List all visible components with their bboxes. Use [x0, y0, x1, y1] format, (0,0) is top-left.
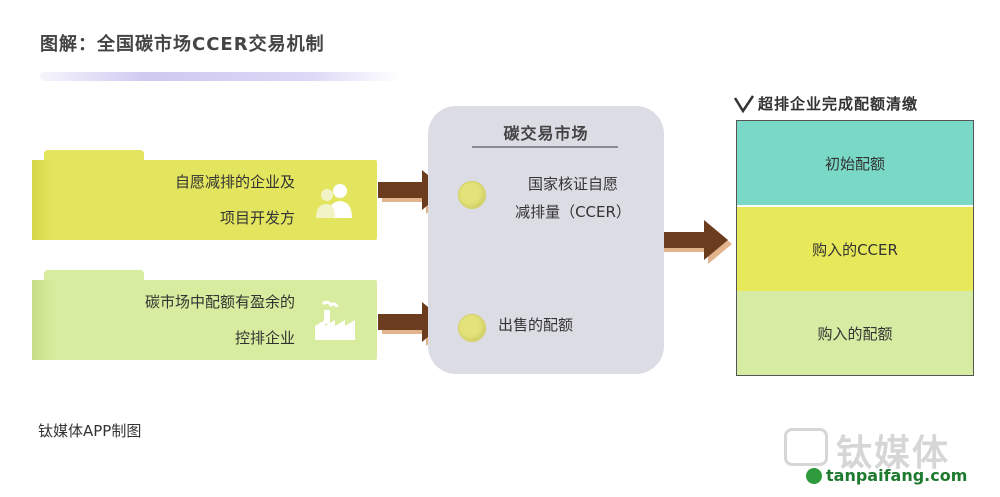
market-item-allowance: 出售的配额 — [498, 316, 574, 334]
result-header: 超排企业完成配额清缴 — [758, 95, 919, 113]
arrow-to-result — [660, 218, 740, 266]
watermark-site: tanpaifang.com — [826, 466, 968, 485]
market-divider — [472, 146, 618, 148]
watermark-brand: 钛媒体 — [836, 433, 951, 474]
page-title: 图解：全国碳市场CCER交易机制 — [40, 34, 325, 55]
bullet-dot-icon — [458, 314, 486, 342]
result-box: 初始配额 购入的CCER 购入的配额 — [736, 120, 974, 376]
result-row-allowance: 购入的配额 — [737, 291, 973, 375]
title-underline — [40, 72, 400, 81]
result-row-initial: 初始配额 — [737, 121, 973, 205]
site-logo-icon — [806, 468, 822, 484]
factory-icon — [313, 300, 357, 344]
source-box-developers: 自愿减排的企业及 项目开发方 — [32, 150, 377, 242]
checkmark-icon — [733, 95, 755, 114]
carbon-market-panel: 碳交易市场 国家核证自愿 减排量（CCER） 出售的配额 — [428, 106, 664, 374]
bullet-dot-icon — [458, 181, 486, 209]
result-row-ccer: 购入的CCER — [737, 207, 973, 291]
source-box-surplus-emitters: 碳市场中配额有盈余的 控排企业 — [32, 270, 377, 362]
people-icon — [313, 180, 357, 224]
market-title: 碳交易市场 — [503, 124, 589, 143]
source-label: 碳市场中配额有盈余的 控排企业 — [144, 293, 295, 347]
watermark-logo-icon — [784, 428, 828, 466]
market-item-ccer: 国家核证自愿 减排量（CCER） — [515, 175, 631, 221]
credit-text: 钛媒体APP制图 — [38, 422, 142, 440]
source-label: 自愿减排的企业及 项目开发方 — [174, 173, 295, 227]
